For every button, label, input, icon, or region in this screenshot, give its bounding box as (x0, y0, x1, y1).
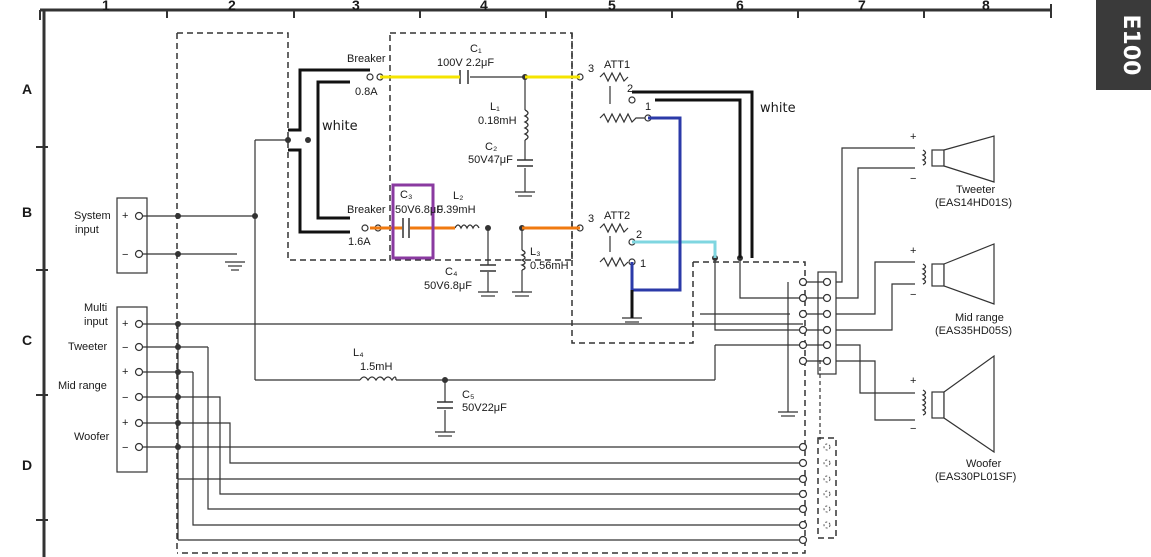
minus-mark: − (122, 442, 128, 454)
minus-mark: − (910, 289, 916, 301)
woofer-model: (EAS30PL01SF) (935, 471, 1016, 483)
minus-mark: − (122, 342, 128, 354)
white-note-left: white (322, 119, 358, 134)
dashed-enclosures (176, 32, 837, 554)
row-label: D (22, 457, 32, 473)
c1-name: C₁ (470, 43, 482, 55)
purple-highlight-box (391, 183, 435, 260)
plus-mark: + (122, 318, 128, 330)
c3-value: 50V6.8μF (395, 204, 443, 216)
multi-input-label-1: Multi (84, 302, 107, 314)
woofer-name: Woofer (966, 458, 1002, 470)
inductor-symbols (359, 109, 927, 416)
input-polarity-marks: + − + − + − + − (122, 210, 128, 454)
column-label: 2 (228, 0, 236, 13)
plus-mark: + (910, 131, 916, 143)
blue-wires (630, 116, 682, 292)
drawing-frame (36, 4, 1052, 557)
model-code-tab: E100 (1096, 0, 1151, 90)
cyan-wires (632, 240, 717, 258)
wire-notes: white white (322, 101, 796, 134)
junction-dots (175, 74, 743, 450)
c5-name: C₅ (462, 389, 474, 401)
l1-name: L₁ (490, 101, 500, 113)
l2-value: 0.39mH (437, 204, 476, 216)
midrange-input-label: Mid range (58, 380, 107, 392)
att1-terminal-3: 3 (588, 63, 594, 75)
l2-name: L₂ (453, 190, 463, 202)
wiring (143, 76, 915, 541)
plus-mark: + (122, 417, 128, 429)
c4-value: 50V6.8μF (424, 280, 472, 292)
breaker2-name: Breaker (347, 204, 386, 216)
minus-mark: − (910, 173, 916, 185)
grid-row-labels: A B C D (22, 81, 32, 473)
input-terminal-circles (134, 211, 144, 452)
c5-value: 50V22μF (462, 402, 507, 414)
speaker-terminal-block (817, 271, 837, 529)
white-note-right: white (760, 101, 796, 116)
att1-terminal-2: 2 (627, 83, 633, 95)
row-label: C (22, 332, 32, 348)
mid-name: Mid range (955, 312, 1004, 324)
attenuator-symbols (599, 71, 646, 268)
speaker-labels: Tweeter (EAS14HD01S) Mid range (EAS35HD0… (935, 184, 1016, 483)
speaker-polarity: + − + − + − (910, 131, 916, 435)
column-label: 3 (352, 0, 360, 13)
tweeter-name: Tweeter (956, 184, 995, 196)
plus-mark: + (122, 210, 128, 222)
att2-terminal-1: 1 (640, 258, 646, 270)
input-labels: System input Multi input Tweeter Mid ran… (58, 210, 111, 443)
model-code: E100 (1118, 15, 1143, 76)
plus-mark: + (122, 366, 128, 378)
breaker2-value: 1.6A (348, 236, 371, 248)
c2-name: C₂ (485, 141, 497, 153)
l3-name: L₃ (530, 246, 541, 258)
c2-value: 50V47μF (468, 154, 513, 166)
grid-column-labels: 1 2 3 4 5 6 7 8 (102, 0, 990, 13)
column-label: 4 (480, 0, 488, 13)
c3-name: C₃ (400, 189, 412, 201)
column-label: 6 (736, 0, 744, 13)
minus-mark: − (122, 392, 128, 404)
column-label: 8 (982, 0, 990, 13)
att2-name: ATT2 (604, 210, 630, 222)
att1-name: ATT1 (604, 59, 630, 71)
column-label: 1 (102, 0, 110, 13)
plus-mark: + (910, 245, 916, 257)
tweeter-input-label: Tweeter (68, 341, 107, 353)
column-label: 7 (858, 0, 866, 13)
system-input-label-1: System (74, 210, 111, 222)
att2-terminal-2: 2 (636, 229, 642, 241)
minus-mark: − (910, 423, 916, 435)
plus-mark: + (910, 375, 916, 387)
breaker1-name: Breaker (347, 53, 386, 65)
tweeter-model: (EAS14HD01S) (935, 197, 1012, 209)
minus-mark: − (122, 249, 128, 261)
att2-terminal-3: 3 (588, 213, 594, 225)
input-terminal-block (116, 197, 148, 473)
system-input-label-2: input (75, 224, 99, 236)
mid-model: (EAS35HD05S) (935, 325, 1012, 337)
column-label: 5 (608, 0, 616, 13)
l4-name: L₄ (353, 347, 364, 359)
c4-name: C₄ (445, 266, 458, 278)
woofer-input-label: Woofer (74, 431, 110, 443)
row-label: B (22, 204, 32, 220)
att1-terminal-1: 1 (645, 101, 651, 113)
l4-value: 1.5mH (360, 361, 392, 373)
l1-value: 0.18mH (478, 115, 517, 127)
component-labels: Breaker 0.8A Breaker 1.6A C₁ 100V 2.2μF … (347, 43, 651, 414)
speaker-symbols (931, 135, 995, 454)
row-label: A (22, 81, 32, 97)
breaker1-value: 0.8A (355, 86, 378, 98)
multi-input-label-2: input (84, 316, 108, 328)
l3-value: 0.56mH (530, 260, 569, 272)
black-wires (288, 68, 754, 318)
c1-value: 100V 2.2μF (437, 57, 494, 69)
ground-symbols (225, 191, 798, 437)
output-terminals (798, 277, 808, 545)
capacitor-symbols (402, 70, 533, 409)
